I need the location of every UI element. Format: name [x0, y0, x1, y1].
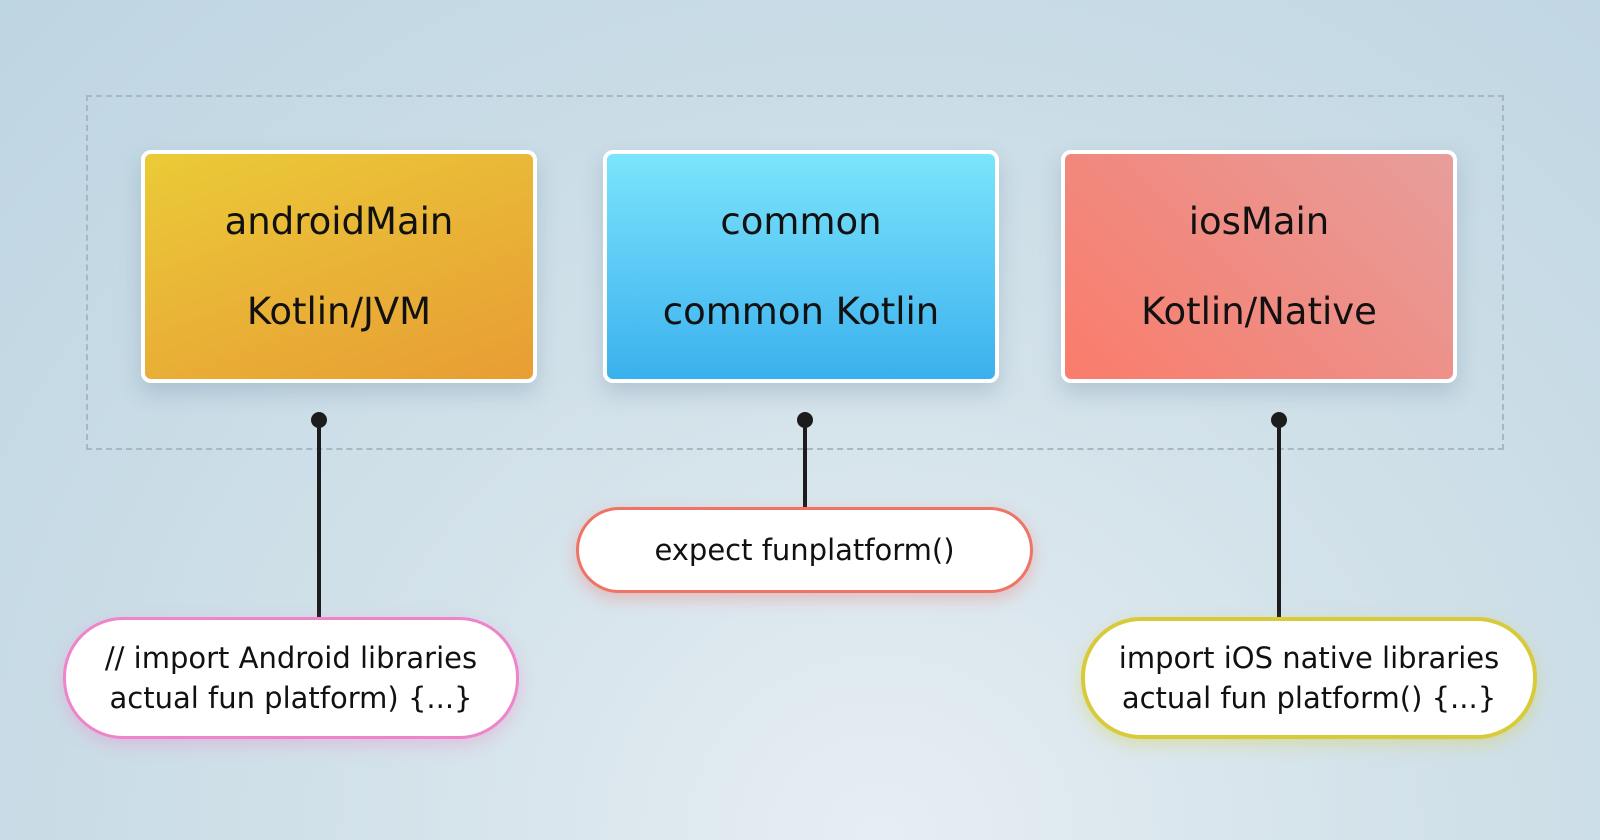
module-name: common: [720, 199, 882, 243]
callout-line: expect funplatform(): [654, 533, 955, 567]
module-language: Kotlin/JVM: [246, 289, 432, 333]
ios-actual-callout: import iOS native libraries actual fun p…: [1081, 617, 1537, 739]
ios-main-module: iosMain Kotlin/Native: [1061, 150, 1457, 383]
callout-line: import iOS native libraries: [1118, 641, 1500, 675]
expect-declaration-callout: expect funplatform(): [576, 507, 1033, 593]
android-main-module: androidMain Kotlin/JVM: [141, 150, 537, 383]
common-connector-line: [803, 420, 807, 509]
callout-line: actual fun platform) {...}: [109, 681, 473, 715]
module-name: androidMain: [224, 199, 454, 243]
android-actual-callout: // import Android libraries actual fun p…: [63, 617, 519, 739]
ios-connector-line: [1277, 420, 1281, 619]
callout-line: // import Android libraries: [104, 641, 478, 675]
module-language: Kotlin/Native: [1141, 289, 1377, 333]
modules-group-frame: [86, 95, 1504, 450]
callout-line: actual fun platform() {...}: [1121, 681, 1497, 715]
common-module: common common Kotlin: [603, 150, 999, 383]
module-name: iosMain: [1188, 199, 1330, 243]
module-language: common Kotlin: [662, 289, 940, 333]
android-connector-line: [317, 420, 321, 619]
